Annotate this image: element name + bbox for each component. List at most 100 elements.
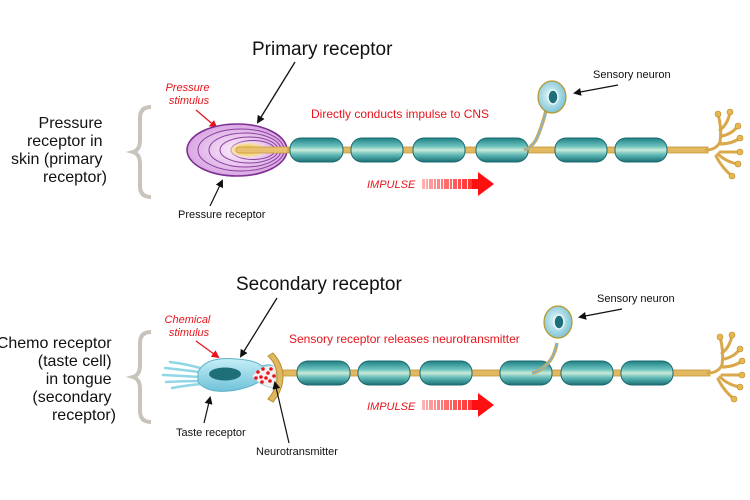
neurotransmitter-dot (254, 376, 258, 380)
neuron-label-secondary: Sensory neuron (597, 293, 675, 305)
title-arrow (239, 297, 278, 358)
pressure-receptor-icon (186, 123, 291, 177)
neurotransmitter-dot (256, 370, 260, 374)
impulse-bar (472, 179, 478, 189)
side-label-secondary: Chemo receptor (taste cell) in tongue (s… (0, 335, 116, 424)
impulse-bar (450, 179, 452, 189)
neurotransmitter-dot (272, 374, 276, 378)
axon-terminal-icon (704, 108, 744, 180)
impulse-bar (437, 179, 440, 189)
myelin-sheath (419, 360, 473, 386)
stimulus-secondary: Chemical stimulus (165, 314, 214, 339)
impulse-bar (444, 179, 449, 189)
terminal-bouton (728, 172, 736, 180)
myelin-sheath (554, 137, 608, 163)
neurotransmitter-dot (261, 367, 265, 371)
terminal-bouton (734, 122, 742, 130)
impulse-bar (429, 400, 433, 410)
terminal-bouton (734, 160, 742, 168)
myelin-sheath (614, 137, 668, 163)
impulse-bar (426, 179, 428, 189)
terminal-bouton (726, 108, 734, 116)
axon-primary (287, 137, 709, 163)
panel-primary: Pressure receptor in skin (primary recep… (11, 39, 744, 221)
terminal-bouton (736, 345, 744, 353)
title-primary: Primary receptor (252, 39, 393, 60)
brace-icon (125, 330, 152, 424)
axon-secondary (282, 360, 711, 386)
impulse-bar (422, 179, 425, 189)
impulse-bar (437, 400, 440, 410)
stimulus-arrow (195, 109, 218, 129)
action-secondary: Sensory receptor releases neurotransmitt… (289, 332, 520, 346)
title-arrow (256, 61, 296, 124)
terminal-bouton (728, 331, 736, 339)
impulse-arrow-icon (422, 172, 494, 196)
neurotransmitter-arrow (272, 381, 290, 444)
neurotransmitter-icon (251, 365, 277, 389)
impulse-bar (441, 179, 443, 189)
myelin-sheath (499, 360, 553, 386)
dendrite-branch (706, 363, 724, 375)
pressure-receptor-label: Pressure receptor (178, 209, 266, 221)
impulse-bar (458, 179, 461, 189)
myelin-sheath (475, 137, 529, 163)
impulse-bar (453, 400, 457, 410)
myelin-sheath (289, 137, 344, 163)
stimulus-arrow (195, 340, 220, 359)
axon-terminal-icon (706, 331, 746, 403)
neuron-arrow (573, 84, 619, 96)
impulse-bar (426, 400, 428, 410)
terminal-bouton (714, 110, 722, 118)
neurotransmitter-dot (264, 376, 268, 380)
sensory-neuron-soma-icon (531, 305, 573, 375)
impulse-bar (441, 400, 443, 410)
myelin-sheath (357, 360, 411, 386)
terminal-bouton (736, 148, 744, 156)
impulse-bar (434, 179, 436, 189)
neurotransmitter-label: Neurotransmitter (256, 446, 338, 458)
title-secondary: Secondary receptor (236, 274, 402, 295)
impulse-arrowhead (478, 393, 494, 417)
impulse-bar (422, 400, 425, 410)
impulse-bar (434, 400, 436, 410)
neurotransmitter-dot (269, 367, 273, 371)
impulse-bar (453, 179, 457, 189)
neurotransmitter-dot (266, 371, 270, 375)
impulse-bar (429, 179, 433, 189)
terminal-bouton (738, 371, 746, 379)
taste-receptor-label: Taste receptor (176, 427, 246, 439)
terminal-bouton (730, 395, 738, 403)
brace-icon (125, 105, 152, 199)
myelin-sheath (296, 360, 351, 386)
impulse-bar (468, 400, 472, 410)
impulse-bar (472, 400, 478, 410)
receptor-arrow (203, 396, 213, 424)
impulse-bar (444, 400, 449, 410)
impulse-label-primary: IMPULSE (367, 179, 416, 191)
impulse-label-secondary: IMPULSE (367, 401, 416, 413)
impulse-bar (458, 400, 461, 410)
myelin-sheath (620, 360, 674, 386)
sensory-neuron-soma-icon (523, 80, 567, 152)
terminal-bouton (716, 333, 724, 341)
stimulus-primary: Pressure stimulus (165, 82, 212, 107)
terminal-bouton (738, 357, 746, 365)
impulse-bar (462, 400, 467, 410)
neuron-label-primary: Sensory neuron (593, 69, 671, 81)
neurotransmitter-dot (259, 375, 263, 379)
impulse-arrow-icon (422, 393, 494, 417)
terminal-bouton (736, 383, 744, 391)
impulse-bar (450, 400, 452, 410)
terminal-bouton (736, 134, 744, 142)
impulse-bar (462, 179, 467, 189)
impulse-bar (468, 179, 472, 189)
myelin-sheath (412, 137, 466, 163)
neurotransmitter-dot (268, 379, 272, 383)
panel-secondary: Chemo receptor (taste cell) in tongue (s… (0, 274, 746, 458)
action-primary: Directly conducts impulse to CNS (311, 107, 489, 121)
dendrite-branch (704, 140, 722, 152)
neuron-arrow (578, 308, 623, 320)
myelin-sheath (350, 137, 404, 163)
